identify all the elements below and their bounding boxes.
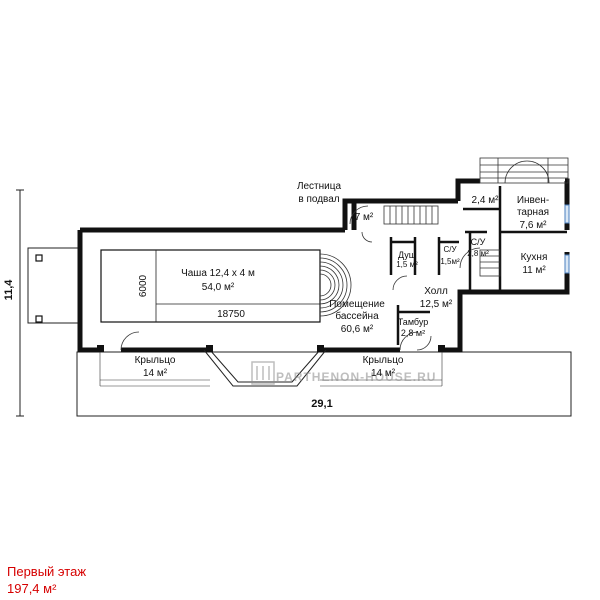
total-area: 197,4 м² <box>7 581 57 596</box>
wc-upper-name: С/У <box>471 237 486 247</box>
floor-title: Первый этаж <box>7 564 87 579</box>
pool-bowl-name: Чаша 12,4 х 4 м <box>181 268 255 279</box>
windows <box>564 204 570 274</box>
shower-area: 1,5 м² <box>396 260 418 269</box>
partition-walls <box>389 186 567 345</box>
wc-lower-area: 1,5м² <box>440 257 460 266</box>
storage-line2: тарная <box>517 207 549 218</box>
entry-door <box>504 160 550 184</box>
total-depth-label: 11,4 <box>3 279 15 301</box>
vestibule-area: 2,8 м² <box>401 328 425 338</box>
column-marker <box>35 315 43 323</box>
vestibule-name: Тамбур <box>398 317 429 327</box>
pool-bowl-outline <box>100 249 321 323</box>
main-walls <box>77 178 570 353</box>
watermark-text: PARTHENON-HOUSE.RU <box>276 370 436 384</box>
stair-basement-line1: Лестница <box>297 181 342 192</box>
hall-area: 12,5 м² <box>420 299 453 310</box>
door-arcs <box>120 275 432 351</box>
basement-stair <box>349 205 439 243</box>
shower-name: Душ <box>398 250 416 260</box>
storage-area: 7,6 м² <box>520 220 548 231</box>
pool-length-label: 18750 <box>217 309 245 320</box>
wc-upper-area: 2,8 м² <box>467 249 489 258</box>
kitchen-stair <box>459 247 501 277</box>
watermark: PARTHENON-HOUSE.RU <box>251 361 436 385</box>
pool-room-line2: бассейна <box>335 310 379 322</box>
wc-lower-name: С/У <box>443 245 457 254</box>
entry-steps <box>479 157 569 184</box>
porch-columns <box>97 345 445 352</box>
porch-left-area: 14 м² <box>143 368 168 379</box>
pool-width-label: 6000 <box>138 274 149 297</box>
column-marker <box>35 254 43 262</box>
stair-area-label: 7 м² <box>355 212 374 223</box>
bay-porch <box>203 349 327 387</box>
pool-room-line1: Помещение <box>329 299 385 310</box>
floor-caption: Первый этаж 197,4 м² <box>7 563 86 597</box>
pool-room-area: 60,6 м² <box>341 324 374 335</box>
pool-steps <box>319 253 352 317</box>
stair-basement-line2: в подвал <box>298 194 339 205</box>
small-room-area: 2,4 м² <box>472 195 500 206</box>
hall-name: Холл <box>424 286 448 297</box>
porch-right-area: 14 м² <box>371 368 396 379</box>
kitchen-name: Кухня <box>521 252 548 263</box>
kitchen-area: 11 м² <box>522 265 546 276</box>
total-width-label: 29,1 <box>311 398 332 410</box>
pool-bowl-area: 54,0 м² <box>202 282 235 293</box>
porch-right-name: Крыльцо <box>363 355 404 366</box>
porch-left-name: Крыльцо <box>135 355 176 366</box>
storage-line1: Инвен- <box>517 195 549 206</box>
porch-steps <box>99 352 443 387</box>
